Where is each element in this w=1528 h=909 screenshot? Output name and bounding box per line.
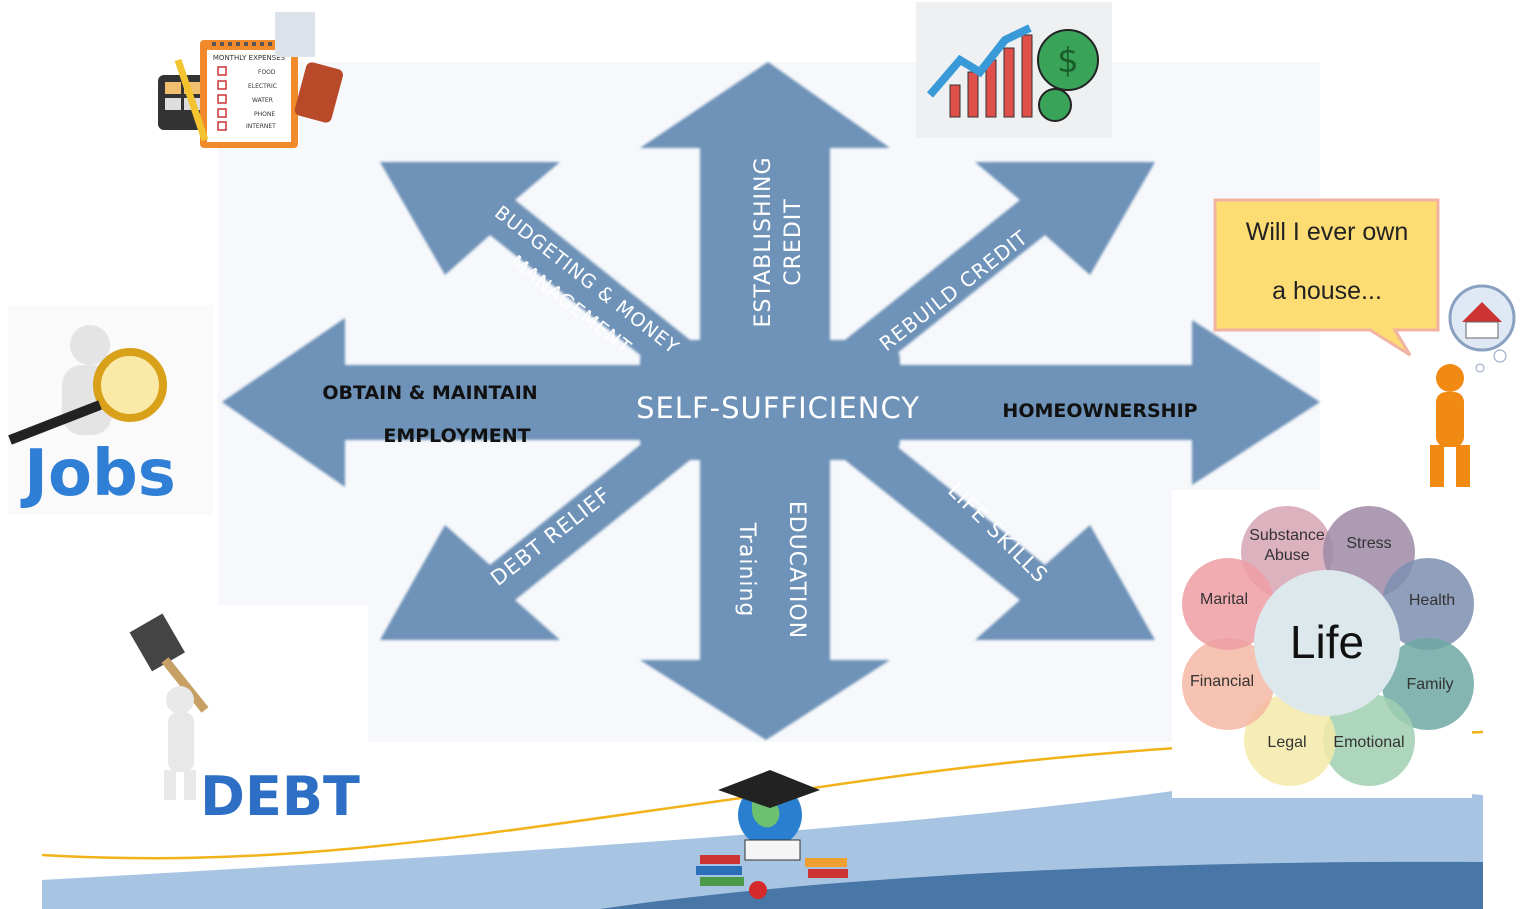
jobs-word: Jobs xyxy=(20,437,176,511)
petal-emotional xyxy=(1323,694,1415,786)
petal-label-health: Health xyxy=(1409,592,1455,609)
arrow-diagonal-nw-se xyxy=(380,162,1155,640)
petal-label-legal: Legal xyxy=(1267,734,1306,751)
expense-item: ELECTRIC xyxy=(248,83,277,90)
growth-chart-icon: $ xyxy=(916,2,1112,138)
expense-item: FOOD xyxy=(258,69,276,76)
thought-line-2: a house... xyxy=(1272,277,1382,305)
life-flower: Life Substance Abuse Stress Health Famil… xyxy=(1172,490,1474,798)
label-employment-1: OBTAIN & MAINTAIN xyxy=(322,382,537,404)
arrow-diagonal-ne-sw xyxy=(380,162,1155,640)
petal-label-marital: Marital xyxy=(1200,591,1248,608)
debt-word: DEBT xyxy=(200,765,360,828)
label-training: Training xyxy=(734,522,759,618)
svg-text:$: $ xyxy=(1057,41,1079,81)
debt-icon: DEBT xyxy=(113,605,368,840)
monthly-expenses-icon: MONTHLY EXPENSES FOOD ELECTRIC WATER PHO… xyxy=(158,12,343,148)
petal-label-family: Family xyxy=(1406,676,1453,693)
petal-label-financial: Financial xyxy=(1190,673,1254,690)
label-employment-2: EMPLOYMENT xyxy=(383,425,530,447)
thought-bubble: Will I ever own a house... xyxy=(1213,198,1440,357)
education-icon xyxy=(696,770,848,899)
expense-item: PHONE xyxy=(254,111,275,118)
petal-family xyxy=(1382,638,1474,730)
petal-label-stress: Stress xyxy=(1346,535,1391,552)
petal-marital xyxy=(1182,558,1274,650)
thinking-person-icon xyxy=(1430,284,1516,487)
life-center-label: Life xyxy=(1290,616,1364,668)
petal-label-emotional: Emotional xyxy=(1333,734,1404,751)
label-self-sufficiency: SELF-SUFFICIENCY xyxy=(636,391,920,425)
label-credit: CREDIT xyxy=(781,198,806,285)
label-homeownership: HOMEOWNERSHIP xyxy=(1002,400,1197,422)
expense-item: INTERNET xyxy=(246,123,276,130)
petal-health xyxy=(1382,558,1474,650)
arrows xyxy=(222,62,1320,740)
wave-dark xyxy=(600,861,1483,909)
jobs-icon: Jobs xyxy=(8,305,213,515)
label-education: EDUCATION xyxy=(784,501,809,639)
petal-label-substance: Substance xyxy=(1249,527,1325,544)
expenses-title: MONTHLY EXPENSES xyxy=(213,54,286,62)
life-center xyxy=(1254,570,1400,716)
label-establishing: ESTABLISHING xyxy=(751,157,776,328)
petal-legal xyxy=(1244,694,1336,786)
petal-financial xyxy=(1182,638,1274,730)
thought-line-1: Will I ever own xyxy=(1246,218,1409,246)
petal-label-abuse: Abuse xyxy=(1264,547,1309,564)
expense-item: WATER xyxy=(252,97,273,104)
